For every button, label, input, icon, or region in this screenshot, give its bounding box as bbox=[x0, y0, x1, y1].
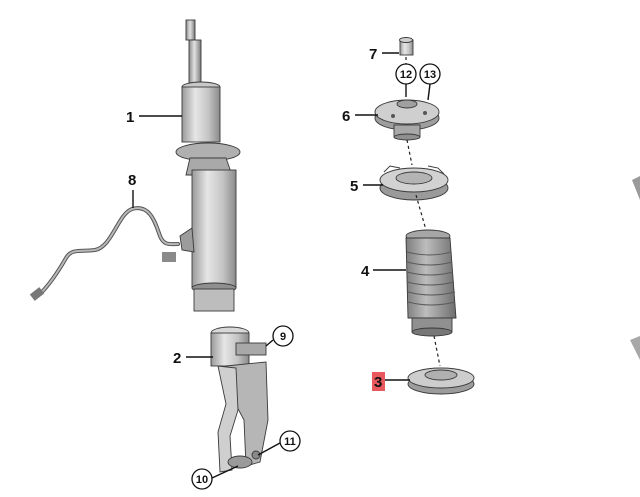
clamp-lug bbox=[235, 342, 267, 356]
callout-3-highlight bbox=[372, 372, 385, 391]
sensor-wire bbox=[38, 206, 180, 296]
callout-6: 6 bbox=[342, 108, 350, 125]
callout-11: 11 bbox=[284, 436, 296, 448]
callout-11-circle bbox=[279, 430, 301, 452]
tube-lower-end bbox=[193, 288, 235, 312]
dust-boot bbox=[405, 229, 457, 337]
wheel-carrier-fork bbox=[210, 326, 269, 473]
spring-seat bbox=[379, 165, 449, 201]
callout-3: 3 bbox=[374, 374, 382, 391]
callout-13-circle bbox=[419, 63, 441, 85]
callout-9-circle bbox=[272, 325, 294, 347]
callout-2: 2 bbox=[173, 350, 181, 367]
callout-10-circle bbox=[191, 468, 213, 490]
top-mount bbox=[374, 99, 440, 141]
cap bbox=[399, 37, 414, 56]
spring-pad bbox=[407, 367, 475, 395]
fork-left-arm bbox=[217, 365, 239, 473]
callout-10: 10 bbox=[196, 474, 208, 486]
adjacent-part-fragment-lower bbox=[630, 336, 640, 360]
upper-cylinder bbox=[181, 86, 221, 143]
callout-13: 13 bbox=[424, 69, 436, 81]
callout-8: 8 bbox=[128, 172, 136, 189]
leader-lines bbox=[132, 52, 431, 479]
sensor-plug bbox=[29, 287, 45, 301]
callout-1: 1 bbox=[126, 109, 134, 126]
sensor-bracket bbox=[179, 227, 195, 253]
callout-7: 7 bbox=[369, 46, 377, 63]
callout-9: 9 bbox=[280, 331, 286, 343]
adjacent-part-fragment bbox=[632, 176, 640, 200]
callout-labels: 1 8 2 9 10 11 3 4 5 6 7 12 13 bbox=[126, 46, 441, 490]
outer-tube bbox=[191, 169, 237, 289]
piston-rod bbox=[188, 39, 202, 87]
fork-bolt-head bbox=[251, 450, 261, 460]
callout-12-circle bbox=[395, 63, 417, 85]
sensor-connector bbox=[162, 252, 176, 262]
bellows-folds bbox=[406, 251, 456, 306]
callout-4: 4 bbox=[361, 263, 370, 280]
callout-12: 12 bbox=[400, 69, 412, 81]
sensor-cable bbox=[29, 206, 180, 301]
callout-5: 5 bbox=[350, 178, 358, 195]
shock-absorber bbox=[175, 19, 241, 312]
fork-bushing bbox=[227, 455, 253, 469]
strut-rod-top bbox=[185, 19, 196, 41]
